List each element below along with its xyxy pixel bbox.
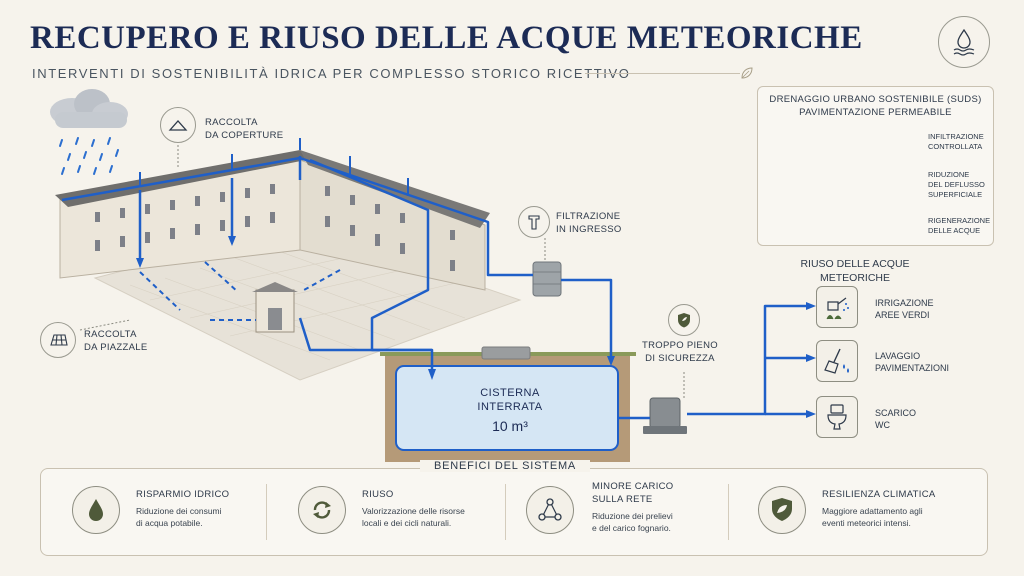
overflow-icon-badge — [668, 304, 700, 336]
benefit-divider — [266, 484, 267, 540]
benefit-network-load: MINORE CARICO SULLA RETE Riduzione dei p… — [592, 481, 674, 533]
roof-icon-badge — [160, 107, 196, 143]
benefits-title: BENEFICI DEL SISTEMA — [420, 460, 590, 472]
filter-icon-badge — [518, 206, 550, 238]
reuse-item-washing-icon-box — [816, 340, 858, 382]
shield-icon — [678, 313, 690, 328]
benefit-water-saving-icon-box — [72, 486, 120, 534]
suds-title: DRENAGGIO URBANO SOSTENIBILE (SUDS)PAVIM… — [769, 94, 982, 118]
benefit-network-icon-box — [526, 486, 574, 534]
cistern-tank — [395, 365, 619, 451]
water-drop-icon — [89, 499, 103, 521]
water-drop-icon — [953, 28, 975, 56]
roof-icon — [168, 120, 188, 131]
recycle-icon — [313, 501, 331, 519]
page-title: RECUPERO E RIUSO DELLE ACQUE METEORICHE — [30, 20, 863, 56]
subtitle-divider — [585, 73, 740, 74]
reuse-item-irrigation-icon-box — [816, 286, 858, 328]
page-subtitle: INTERVENTI DI SOSTENIBILITÀ IDRICA PER C… — [32, 66, 631, 81]
reuse-item-toilet-icon-box — [816, 396, 858, 438]
paving-grid-icon — [50, 334, 68, 346]
filter-icon — [528, 215, 540, 230]
suds-panel — [757, 86, 994, 246]
water-drop-badge — [938, 16, 990, 68]
benefit-resilience-icon-box — [758, 486, 806, 534]
rain-cloud-icon — [50, 89, 128, 175]
benefit-resilience: RESILIENZA CLIMATICA Maggiore adattament… — [822, 489, 936, 528]
toilet-icon — [827, 404, 847, 430]
roof-right — [300, 150, 490, 228]
benefit-water-saving: RISPARMIO IDRICO Riduzione dei consumi d… — [136, 489, 230, 528]
cistern-label: CISTERNA INTERRATA 10 m³ — [420, 386, 600, 434]
benefit-reuse-icon-box — [298, 486, 346, 534]
network-icon — [538, 498, 562, 521]
watering-can-icon — [826, 297, 849, 320]
broom-icon — [824, 348, 849, 374]
benefit-divider — [505, 484, 506, 540]
benefit-divider — [728, 484, 729, 540]
yard-icon-badge — [40, 322, 76, 358]
cistern-volume: 10 m³ — [492, 418, 528, 434]
shield-leaf-icon — [772, 498, 792, 521]
benefit-reuse: RIUSO Valorizzazione delle risorse local… — [362, 489, 465, 528]
leaf-icon — [741, 67, 753, 79]
